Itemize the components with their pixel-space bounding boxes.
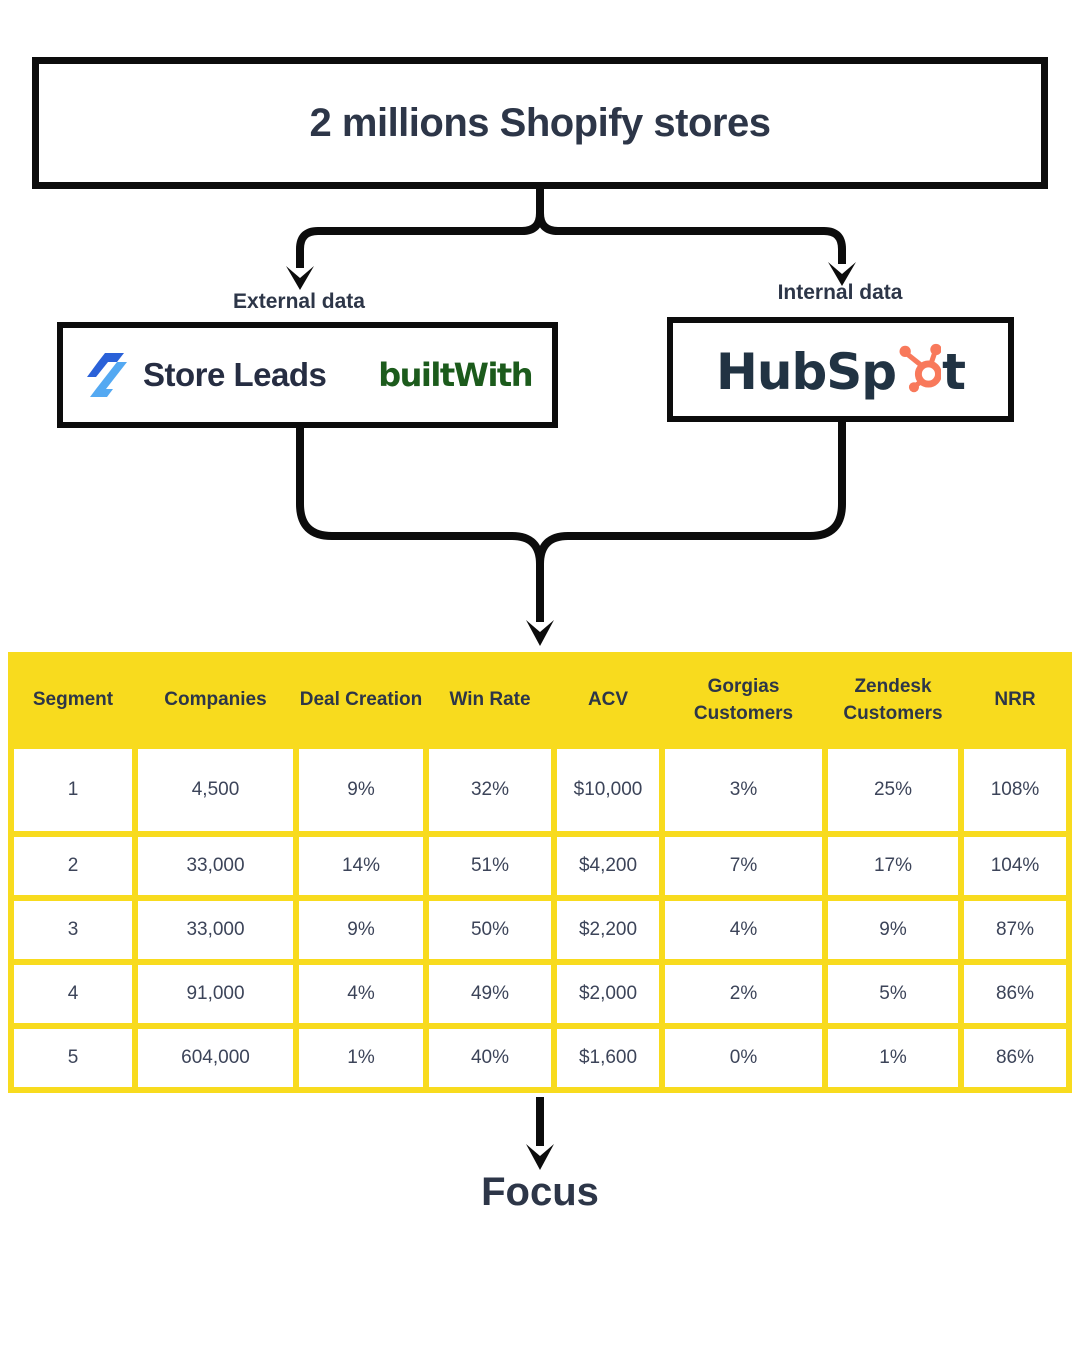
table-cell: 9%: [299, 901, 423, 959]
table-cell: 4,500: [138, 749, 293, 831]
header-cell: NRR: [964, 658, 1066, 743]
external-data-label: External data: [233, 290, 365, 313]
hubspot-sprocket-icon: [899, 343, 942, 392]
table-cell: 3%: [665, 749, 822, 831]
table-cell: 49%: [429, 965, 551, 1023]
table-cell: $2,000: [557, 965, 659, 1023]
table-cell: 51%: [429, 837, 551, 895]
external-data-box: Store Leads builtWith: [57, 322, 558, 428]
table-cell: 604,000: [138, 1029, 293, 1087]
table-cell: 9%: [299, 749, 423, 831]
table-cell: 32%: [429, 749, 551, 831]
page-title: 2 millions Shopify stores: [309, 100, 771, 145]
table-cell: 2%: [665, 965, 822, 1023]
table-cell: 50%: [429, 901, 551, 959]
table-cell: 4%: [299, 965, 423, 1023]
hubspot-logo: HubSp t: [716, 343, 966, 401]
header-cell: ACV: [557, 658, 659, 743]
table-cell: 17%: [828, 837, 958, 895]
split-arrowhead-left: [286, 266, 314, 290]
table-cell: 87%: [964, 901, 1066, 959]
internal-data-label: Internal data: [777, 281, 903, 304]
table-cell: 40%: [429, 1029, 551, 1087]
table-cell: 14%: [299, 837, 423, 895]
header-cell: Segment: [14, 658, 132, 743]
focus-label: Focus: [481, 1170, 599, 1214]
store-leads-logo: Store Leads: [83, 350, 327, 400]
header-cell: Zendesk Customers: [828, 658, 958, 743]
table-cell: $10,000: [557, 749, 659, 831]
table-cell: 33,000: [138, 837, 293, 895]
table-cell: $2,200: [557, 901, 659, 959]
table-cell: 0%: [665, 1029, 822, 1087]
builtwith-wordmark: builtWith: [378, 356, 533, 394]
split-connector: [296, 189, 846, 268]
hubspot-wordmark-pre: HubSp: [716, 343, 897, 401]
header-cell: Deal Creation: [299, 658, 423, 743]
table-cell: 33,000: [138, 901, 293, 959]
merge-connector: [296, 422, 846, 622]
table-cell: 86%: [964, 1029, 1066, 1087]
header-cell: Companies: [138, 658, 293, 743]
table-cell: 7%: [665, 837, 822, 895]
header-cell: Win Rate: [429, 658, 551, 743]
table-cell: 4%: [665, 901, 822, 959]
table-cell: 25%: [828, 749, 958, 831]
table-cell: 3: [14, 901, 132, 959]
table-cell: 4: [14, 965, 132, 1023]
store-leads-wordmark: Store Leads: [143, 356, 327, 393]
merge-arrowhead: [526, 620, 554, 646]
store-leads-icon: [87, 353, 127, 397]
internal-data-box: HubSp t: [667, 317, 1014, 422]
table-cell: $4,200: [557, 837, 659, 895]
table-cell: 1: [14, 749, 132, 831]
table-cell: 2: [14, 837, 132, 895]
table-cell: $1,600: [557, 1029, 659, 1087]
header-cell: Gorgias Customers: [665, 658, 822, 743]
hubspot-wordmark-post: t: [942, 343, 966, 401]
table-cell: 91,000: [138, 965, 293, 1023]
table-cell: 86%: [964, 965, 1066, 1023]
table-cell: 1%: [828, 1029, 958, 1087]
table-cell: 5: [14, 1029, 132, 1087]
table-cell: 108%: [964, 749, 1066, 831]
table-cell: 1%: [299, 1029, 423, 1087]
table-cell: 5%: [828, 965, 958, 1023]
title-box: 2 millions Shopify stores: [32, 57, 1048, 189]
table-cell: 104%: [964, 837, 1066, 895]
table-cell: 9%: [828, 901, 958, 959]
focus-arrowhead: [526, 1144, 554, 1170]
